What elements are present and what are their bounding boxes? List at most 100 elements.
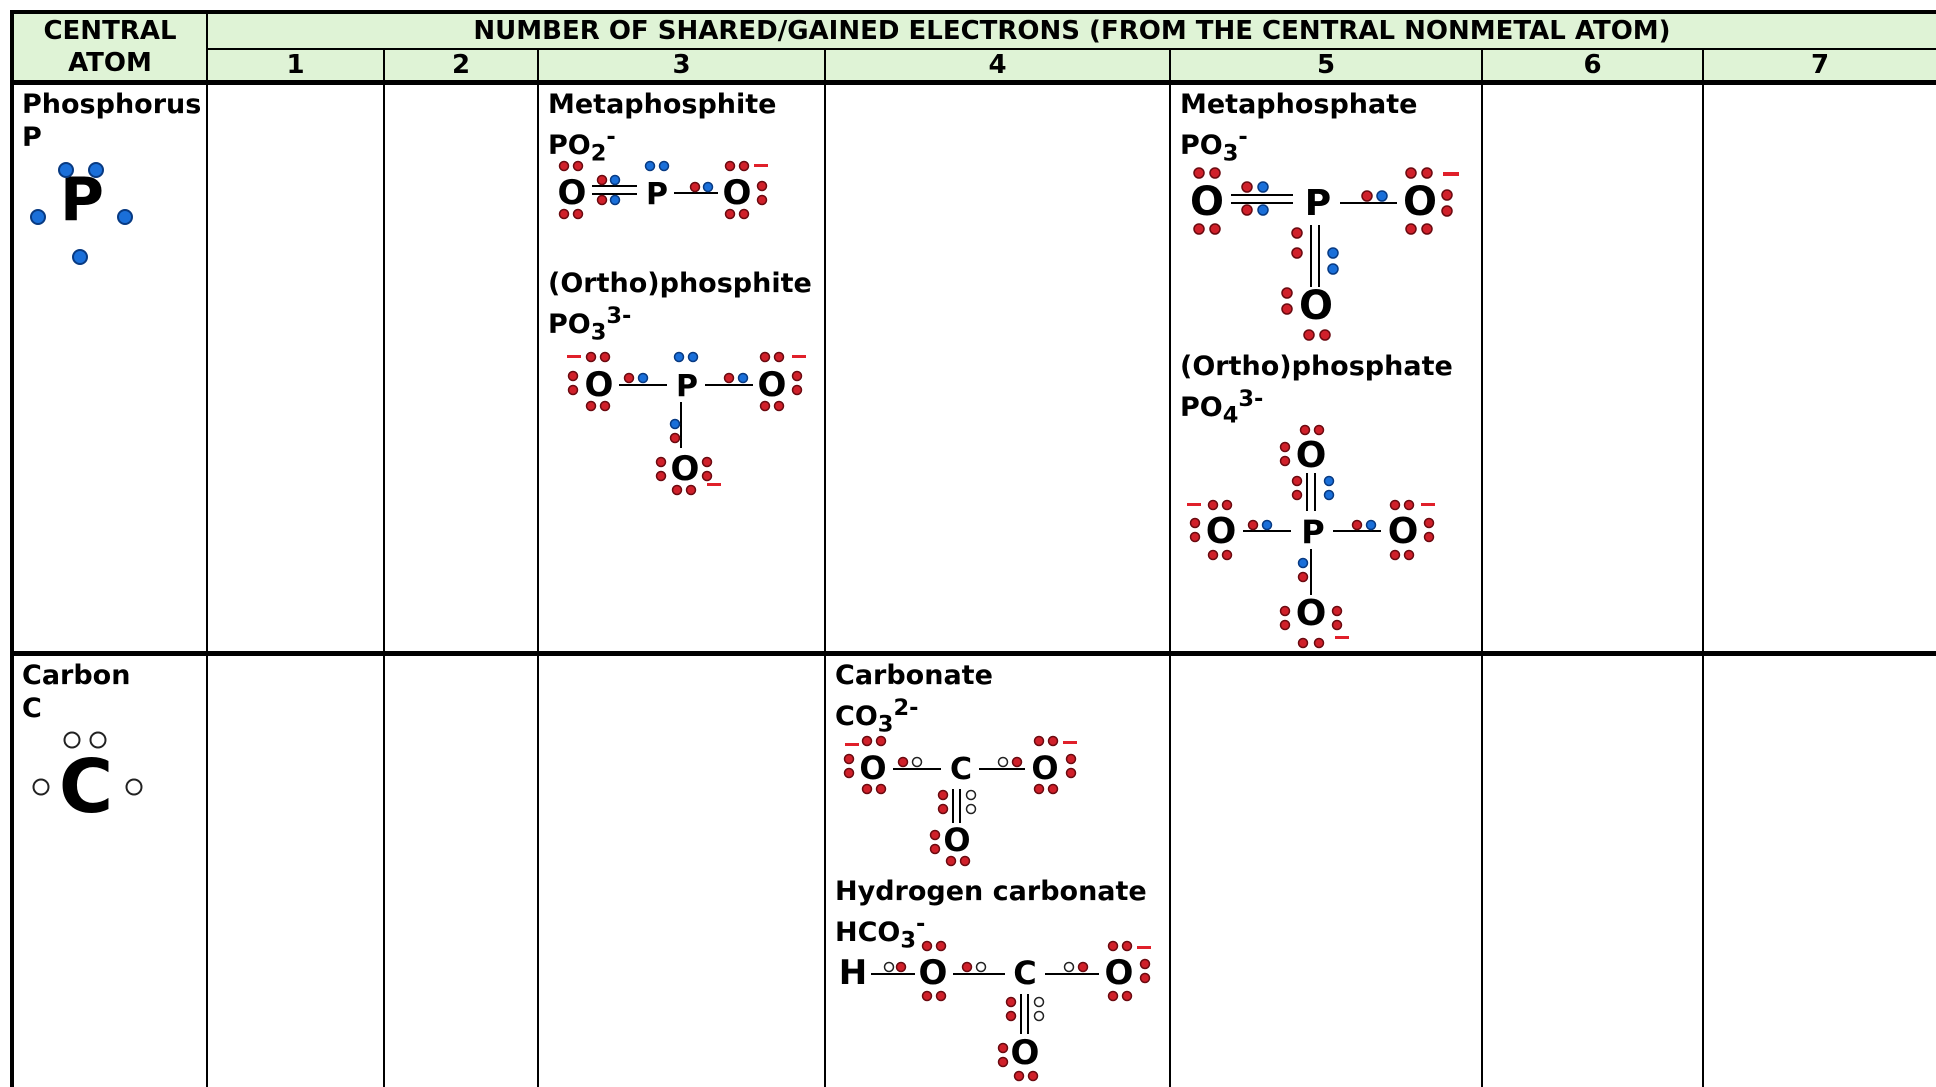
header-title-cell: NUMBER OF SHARED/GAINED ELECTRONS (FROM … bbox=[208, 14, 1936, 48]
compound-formula: CO32- bbox=[835, 692, 993, 741]
phosphorus-atom: P bbox=[1301, 513, 1324, 551]
column-header-6: 6 bbox=[1483, 50, 1702, 80]
carbon-electron bbox=[32, 778, 50, 796]
orthophosphite-structure: O P O O bbox=[567, 351, 806, 496]
header-divider bbox=[206, 48, 1936, 50]
compound-metaphosphate: Metaphosphate PO3- bbox=[1180, 88, 1417, 170]
formula-base: CO bbox=[835, 701, 878, 732]
compound-formula: PO2- bbox=[548, 121, 777, 170]
col-divider-2-3 bbox=[537, 48, 539, 1087]
oxygen-atom: O bbox=[1206, 511, 1237, 552]
oxygen-atom: O bbox=[1190, 179, 1224, 225]
header-bottom-border bbox=[10, 80, 1936, 85]
formula-subscript: 3 bbox=[1222, 140, 1239, 167]
formula-charge: 3- bbox=[606, 303, 632, 329]
compound-name: Carbonate bbox=[835, 660, 993, 691]
carbon-symbol: C bbox=[59, 744, 113, 830]
atom-name-phosphorus: Phosphorus P bbox=[22, 88, 201, 154]
corner-right-border bbox=[206, 10, 208, 1087]
column-header-label: 7 bbox=[1810, 50, 1830, 80]
negative-charge bbox=[1443, 172, 1459, 176]
oxygen-atom: O bbox=[585, 365, 614, 405]
carbon-atom: C bbox=[1013, 954, 1036, 992]
carbonate-structure: O C O O bbox=[843, 735, 1077, 867]
oxygen-atom: O bbox=[943, 821, 970, 859]
atom-name-carbon: Carbon C bbox=[22, 659, 130, 725]
formula-base: PO bbox=[1180, 392, 1223, 423]
column-header-label: 6 bbox=[1583, 50, 1602, 80]
phosphorus-lewis-dot: P bbox=[30, 162, 133, 265]
column-header-label: 4 bbox=[988, 50, 1007, 80]
col-divider-5-6 bbox=[1481, 48, 1483, 1087]
formula-base: PO bbox=[548, 309, 591, 340]
header-title: NUMBER OF SHARED/GAINED ELECTRONS (FROM … bbox=[473, 16, 1671, 46]
negative-charge bbox=[845, 743, 859, 746]
header-corner-cell: CENTRAL ATOM bbox=[14, 14, 206, 80]
negative-charge bbox=[1421, 503, 1435, 506]
formula-base: PO bbox=[1180, 130, 1223, 161]
atom-name: Carbon bbox=[22, 660, 131, 691]
column-header-label: 1 bbox=[286, 50, 305, 80]
oxygen-atom: O bbox=[671, 449, 700, 489]
header-corner-line2: ATOM bbox=[68, 48, 152, 78]
oxygen-atom: O bbox=[1299, 283, 1333, 329]
row-divider bbox=[10, 651, 1936, 656]
carbon-electron bbox=[125, 778, 143, 796]
oxygen-atom: O bbox=[1403, 179, 1437, 225]
compound-name: Metaphosphate bbox=[1180, 89, 1418, 120]
formula-charge: 3- bbox=[1238, 386, 1264, 412]
phosphorus-atom: P bbox=[676, 369, 698, 404]
formula-charge: - bbox=[1238, 124, 1248, 150]
col-divider-6-7 bbox=[1702, 48, 1704, 1087]
negative-charge bbox=[1137, 946, 1151, 949]
carbon-electron bbox=[89, 731, 107, 749]
formula-charge: - bbox=[606, 124, 616, 150]
formula-subscript: 3 bbox=[900, 927, 917, 954]
compound-formula: PO43- bbox=[1180, 383, 1453, 432]
column-header-5: 5 bbox=[1171, 50, 1481, 80]
formula-subscript: 3 bbox=[877, 711, 894, 738]
column-header-label: 5 bbox=[1316, 50, 1336, 80]
oxygen-atom: O bbox=[1388, 511, 1419, 552]
compound-orthophosphate: (Ortho)phosphate PO43- bbox=[1180, 350, 1453, 432]
phosphorus-electron bbox=[58, 162, 74, 178]
oxygen-atom: O bbox=[1105, 953, 1134, 993]
oxygen-atom: O bbox=[1296, 435, 1327, 476]
formula-subscript: 2 bbox=[590, 140, 607, 167]
compound-orthophosphite: (Ortho)phosphite PO33- bbox=[548, 267, 812, 349]
table-left-border bbox=[10, 10, 14, 1087]
oxygen-atom: O bbox=[558, 173, 587, 213]
phosphorus-electron bbox=[117, 209, 133, 225]
column-header-4: 4 bbox=[826, 50, 1169, 80]
oxygen-atom: O bbox=[1011, 1033, 1040, 1073]
compound-name: Hydrogen carbonate bbox=[835, 876, 1147, 907]
compound-formula: PO3- bbox=[1180, 121, 1417, 170]
negative-charge bbox=[754, 164, 768, 167]
hydrogen-carbonate-structure: H O C O O bbox=[839, 940, 1151, 1082]
column-header-3: 3 bbox=[539, 50, 824, 80]
atom-symbol: C bbox=[22, 693, 42, 724]
oxygen-atom: O bbox=[859, 749, 886, 787]
oxygen-atom: O bbox=[723, 173, 752, 213]
carbon-electron bbox=[63, 731, 81, 749]
negative-charge bbox=[567, 355, 581, 358]
compound-name: (Ortho)phosphate bbox=[1180, 351, 1453, 382]
metaphosphite-structure: O P O bbox=[558, 160, 768, 220]
compound-formula: PO33- bbox=[548, 300, 812, 349]
oxygen-atom: O bbox=[758, 365, 787, 405]
phosphorus-electron bbox=[88, 162, 104, 178]
column-header-7: 7 bbox=[1704, 50, 1936, 80]
phosphorus-atom: P bbox=[646, 177, 668, 212]
formula-base: HCO bbox=[835, 917, 901, 948]
formula-charge: - bbox=[916, 911, 926, 937]
formula-base: PO bbox=[548, 130, 591, 161]
negative-charge bbox=[1063, 741, 1077, 744]
column-header-2: 2 bbox=[385, 50, 537, 80]
negative-charge bbox=[792, 355, 806, 358]
compound-name: Metaphosphite bbox=[548, 89, 777, 120]
column-header-1: 1 bbox=[208, 50, 383, 80]
hydrogen-atom: H bbox=[839, 953, 867, 993]
negative-charge bbox=[707, 483, 721, 486]
phosphorus-electron bbox=[72, 249, 88, 265]
